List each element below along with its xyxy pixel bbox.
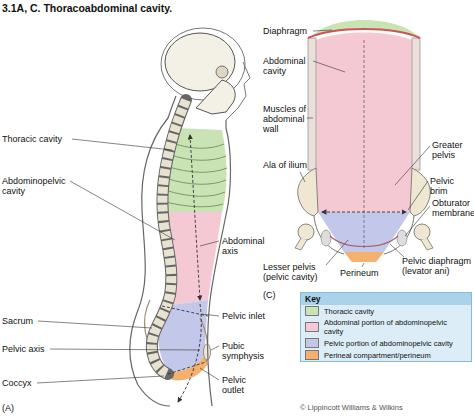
legend-swatch	[305, 322, 319, 332]
legend-row: Abdominal portion of abdominopelvic cavi…	[301, 317, 471, 337]
legend-text: Thoracic cavity	[324, 307, 467, 316]
legend-swatch	[305, 338, 319, 348]
panel-letter: (A)	[2, 403, 32, 413]
part-label: Pelvic brim	[430, 176, 473, 196]
legend-heading: Key	[301, 293, 471, 305]
legend-row: Pelvic portion of abdominopelvic cavity	[301, 337, 471, 349]
spine-outline	[152, 100, 186, 374]
femoral-neck	[295, 238, 307, 250]
figure-a	[37, 28, 250, 406]
part-label: Abdominal axis	[222, 236, 268, 256]
legend-swatch	[305, 350, 319, 360]
part-label: Coccyx	[2, 378, 62, 388]
perineum-region	[344, 252, 384, 262]
abdominal-wall	[308, 38, 316, 170]
leader-lines-c	[300, 30, 430, 267]
part-label: Abdominopelvic cavity	[2, 176, 72, 196]
facial-bones	[196, 80, 235, 114]
part-label: Thoracic cavity	[2, 134, 92, 144]
obturator-membrane	[321, 230, 331, 246]
perineum-region	[170, 356, 208, 380]
copyright-note: © Lippincott Williams & Wilkins	[300, 403, 472, 413]
part-label: Pelvic inlet	[222, 311, 272, 321]
legend-title: Key	[305, 294, 321, 304]
part-label: Perineum	[340, 268, 390, 278]
abdominal-axis-line	[190, 135, 200, 300]
diaphragm-line	[308, 29, 420, 38]
panel-letter: (C)	[263, 290, 287, 300]
femoral-head	[414, 224, 430, 240]
face-profile	[226, 62, 250, 120]
femoral-neck	[421, 238, 433, 250]
vertebrae	[152, 100, 186, 374]
midline	[364, 40, 365, 250]
part-label: Muscles of abdominal wall	[263, 104, 307, 134]
figure-title: 3.1A, C. Thoracoabdominal cavity.	[2, 2, 172, 14]
legend-text: Pelvic portion of abdominopelvic cavity	[324, 339, 467, 348]
part-label: Diaphragm	[263, 26, 323, 36]
part-label: Pelvic outlet	[222, 375, 268, 395]
legend-row: Perineal compartment/perineum	[301, 349, 471, 361]
obturator-membrane	[397, 230, 407, 246]
part-label: Pelvic diaphragm (levator ani)	[402, 256, 472, 276]
body-outline-front	[208, 120, 231, 406]
pubic-symphysis	[204, 344, 211, 360]
leader-lines-a	[37, 139, 219, 383]
part-label: Greater pelvis	[432, 140, 472, 160]
legend-text: Perineal compartment/perineum	[324, 351, 467, 360]
part-label: Abdominal cavity	[263, 56, 309, 76]
part-label: Pelvic axis	[2, 344, 62, 354]
part-label: Lesser pelvis (pelvic cavity)	[263, 262, 325, 282]
part-label: Ala of ilium	[263, 160, 311, 170]
pelvic-inlet-line	[162, 306, 208, 316]
legend-box: KeyThoracic cavityAbdominal portion of a…	[300, 292, 472, 362]
femoral-head	[298, 224, 314, 240]
legend-row: Thoracic cavity	[301, 305, 471, 317]
ilium	[298, 168, 318, 216]
legend-text: Abdominal portion of abdominopelvic cavi…	[324, 318, 467, 336]
legend-swatch	[305, 306, 319, 316]
part-label: Pubic symphysis	[222, 341, 268, 361]
pelvic-axis-line	[178, 304, 201, 402]
figure-c	[295, 20, 433, 267]
abdominal-wall	[412, 38, 420, 170]
part-label: Obturator membrane	[432, 198, 473, 218]
part-label: Sacrum	[2, 316, 62, 326]
orbit	[216, 66, 228, 78]
